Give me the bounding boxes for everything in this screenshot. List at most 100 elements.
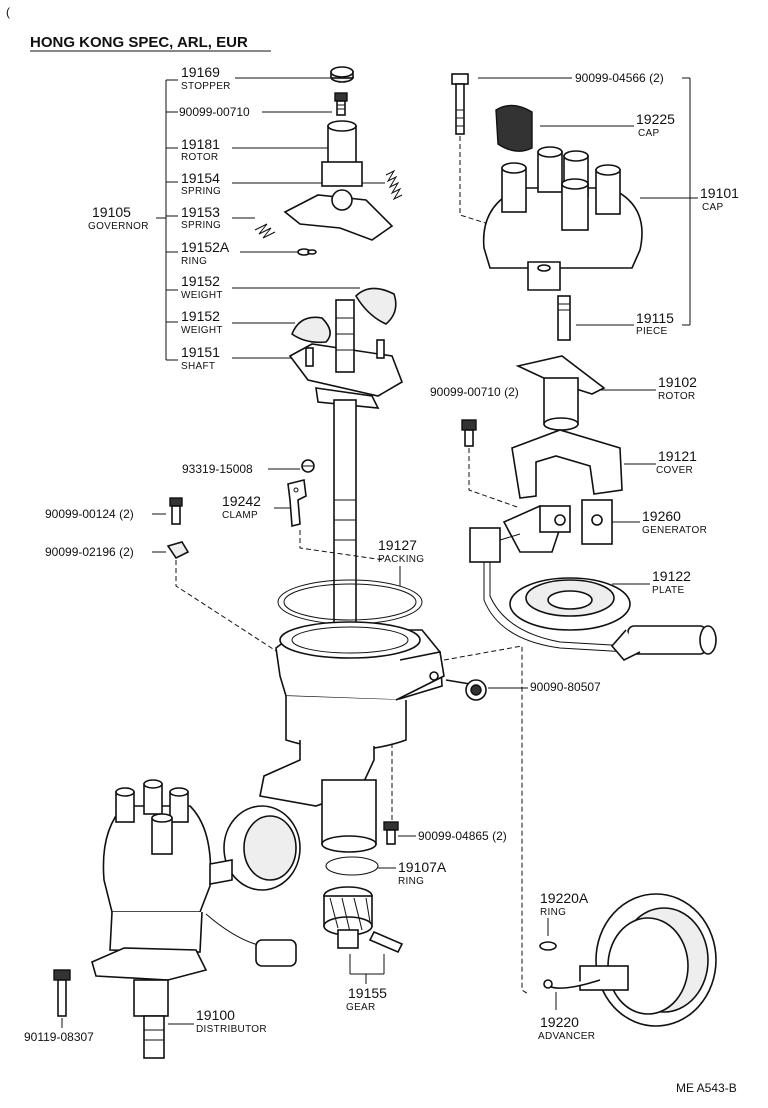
svg-text:19101: 19101 [700, 185, 739, 201]
part-label-bolt-housing: 90090-80507 [488, 680, 601, 694]
svg-text:19100: 19100 [196, 1007, 235, 1023]
part-label-cap: 19101 CAP [640, 185, 739, 213]
svg-text:19153: 19153 [181, 204, 220, 220]
svg-text:CAP: CAP [638, 128, 659, 139]
part-label-governor: 19105 GOVERNOR [88, 204, 149, 232]
part-label-bolt-gov: 90099-00710 [179, 105, 332, 119]
svg-text:19105: 19105 [92, 204, 131, 220]
part-label-screw-b: 90099-04865 (2) [398, 829, 507, 843]
svg-text:19181: 19181 [181, 136, 220, 152]
svg-text:93319-15008: 93319-15008 [182, 462, 253, 476]
svg-text:RING: RING [181, 256, 207, 267]
rotor-drawing [515, 355, 606, 431]
part-label-clamp: 19242 CLAMP [222, 493, 292, 521]
part-label-nut-a: 90099-02196 (2) [45, 545, 166, 559]
svg-text:PLATE: PLATE [652, 585, 684, 596]
svg-text:STOPPER: STOPPER [181, 81, 231, 92]
part-label-generator: 19260 GENERATOR [612, 508, 707, 536]
clamp-path [299, 530, 385, 561]
svg-text:19122: 19122 [652, 568, 691, 584]
spring2-drawing [254, 223, 276, 239]
part-label-rotor-gov: 19181 ROTOR [181, 136, 330, 163]
svg-text:PIECE: PIECE [636, 326, 668, 337]
distributor-drawing [91, 779, 301, 1059]
svg-text:19155: 19155 [348, 985, 387, 1001]
part-label-spring2: 19153 SPRING [181, 204, 255, 231]
svg-text:DISTRIBUTOR: DISTRIBUTOR [196, 1024, 267, 1035]
footer-code: ME A543-B [676, 1081, 737, 1095]
cap-bracket [682, 77, 691, 326]
svg-text:19107A: 19107A [398, 859, 447, 875]
part-label-screw-cap: 90099-04566 (2) [478, 71, 664, 85]
ring-gov-drawing [297, 248, 317, 256]
clamp-drawing [287, 479, 307, 528]
svg-text:GENERATOR: GENERATOR [642, 525, 707, 536]
svg-text:19169: 19169 [181, 64, 220, 80]
svg-text:19260: 19260 [642, 508, 681, 524]
part-label-bolt-rotor: 90099-00710 (2) [430, 385, 519, 399]
shaft-plate-drawing [288, 299, 403, 409]
rotor-gov-drawing [283, 120, 394, 241]
svg-text:19121: 19121 [658, 448, 697, 464]
bolt-housing-drawing [445, 679, 487, 701]
part-label-ring-gear: 19107A RING [378, 859, 447, 887]
stopper-drawing [330, 66, 354, 83]
nut-a-path [175, 560, 291, 661]
svg-text:COVER: COVER [656, 465, 693, 476]
svg-text:90099-00124 (2): 90099-00124 (2) [45, 507, 134, 521]
ring-gear-drawing [325, 856, 379, 876]
part-label-ring-gov: 19152A RING [181, 239, 298, 267]
svg-text:19102: 19102 [658, 374, 697, 390]
svg-text:WEIGHT: WEIGHT [181, 325, 223, 336]
gear-drawing [323, 886, 404, 954]
svg-text:19152: 19152 [181, 273, 220, 289]
screw-b-drawing [383, 821, 399, 845]
svg-text:19242: 19242 [222, 493, 261, 509]
housing-advancer-path [443, 645, 529, 995]
screw-a-drawing [169, 497, 183, 525]
part-label-weight2: 19152 WEIGHT [181, 308, 295, 336]
part-label-shaft: 19151 SHAFT [181, 344, 295, 372]
svg-text:ROTOR: ROTOR [658, 391, 695, 402]
part-label-screw-clamp: 93319-15008 [182, 462, 300, 476]
svg-text:ROTOR: ROTOR [181, 152, 218, 163]
svg-text:19152: 19152 [181, 308, 220, 324]
weight2-drawing [291, 316, 331, 344]
svg-text:19220A: 19220A [540, 890, 589, 906]
part-label-weight1: 19152 WEIGHT [181, 273, 360, 301]
governor-bracket [156, 79, 178, 361]
nut-a-drawing [166, 541, 190, 560]
bolt-rotor-drawing [461, 419, 477, 447]
svg-text:90099-04566 (2): 90099-04566 (2) [575, 71, 664, 85]
part-label-rotor: 19102 ROTOR [598, 374, 697, 402]
weight1-drawing [354, 287, 397, 325]
part-label-piece: 19115 PIECE [576, 310, 674, 337]
diagram-title: HONG KONG SPEC, ARL, EUR [30, 34, 248, 51]
svg-text:RING: RING [398, 876, 424, 887]
plate-drawing [509, 577, 717, 661]
svg-text:19151: 19151 [181, 344, 220, 360]
svg-text:GOVERNOR: GOVERNOR [88, 221, 149, 232]
svg-text:19220: 19220 [540, 1014, 579, 1030]
part-label-cover: 19121 COVER [624, 448, 697, 476]
svg-text:90090-80507: 90090-80507 [530, 680, 601, 694]
advancer-drawing [543, 893, 717, 1027]
svg-text:90099-00710 (2): 90099-00710 (2) [430, 385, 519, 399]
svg-text:90099-04865 (2): 90099-04865 (2) [418, 829, 507, 843]
svg-text:CAP: CAP [702, 202, 723, 213]
svg-text:GEAR: GEAR [346, 1002, 376, 1013]
svg-text:19127: 19127 [378, 537, 417, 553]
spring1-drawing [385, 169, 403, 201]
part-label-gear: 19155 GEAR [346, 954, 387, 1013]
svg-text:19225: 19225 [636, 111, 675, 127]
part-label-cap-inner: 19225 CAP [540, 111, 675, 139]
svg-text:19115: 19115 [636, 310, 674, 326]
bolt-gov-drawing [334, 92, 348, 116]
cap-drawing [482, 146, 643, 291]
svg-text:PACKING: PACKING [378, 554, 424, 565]
main-shaft-drawing [333, 399, 357, 661]
ring-adv-drawing [539, 941, 557, 951]
svg-text:CLAMP: CLAMP [222, 510, 258, 521]
part-label-bolt-dist: 90119-08307 [24, 969, 94, 1044]
